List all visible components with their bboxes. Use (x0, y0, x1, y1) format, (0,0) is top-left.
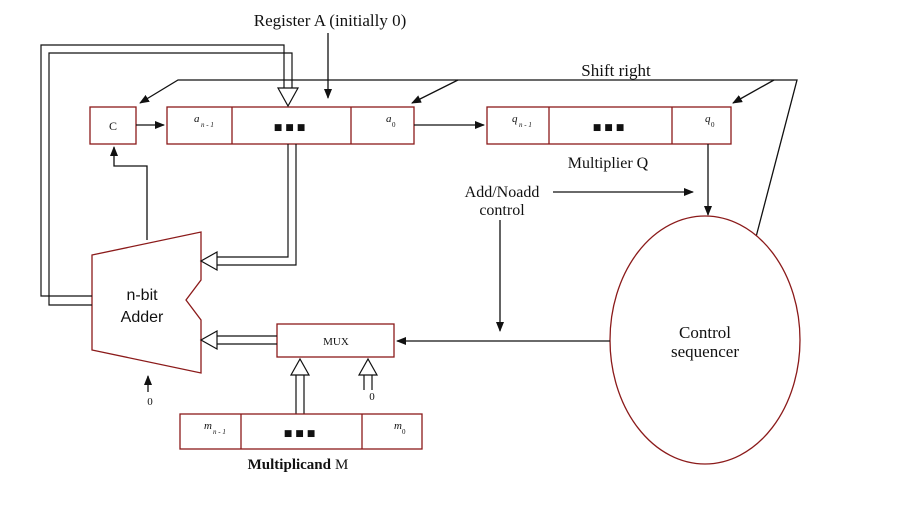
adder-sum-arrowhead (276, 87, 300, 108)
register-q: q n - 1 ■■■ q 0 (486, 106, 732, 145)
register-q-lsb-label: q (705, 113, 711, 125)
register-a-ellipsis: ■■■ (274, 123, 309, 133)
register-m-box (179, 413, 423, 450)
register-a-lsb-subscript: 0 (392, 121, 396, 129)
add-noadd-label-line1: Add/Noadd (465, 184, 540, 201)
register-m-msb-label: m (204, 420, 212, 432)
multiplicand-label-bold: Multiplicand (248, 457, 332, 473)
adder-carry-to-c-arrow (110, 146, 148, 240)
adder-sum-line-inner (48, 52, 293, 306)
mux-zero-input: 0 (369, 391, 375, 403)
register-q-box (486, 106, 732, 145)
register-m-ellipsis: ■■■ (284, 429, 319, 439)
register-q-msb-label: q (512, 113, 518, 125)
adder-block (91, 231, 202, 374)
multiplicand-label-m: M (335, 457, 348, 473)
multiplicand-to-mux-arrowhead (289, 357, 311, 376)
register-q-ellipsis: ■■■ (593, 123, 628, 133)
register-a-msb-label: a (194, 113, 200, 125)
control-sequencer-label-line2: sequencer (671, 342, 739, 361)
mux-box (276, 323, 395, 358)
adder-sum-line-outer (40, 44, 285, 297)
register-m-lsb-subscript: 0 (402, 428, 406, 436)
register-a: a n - 1 ■■■ a 0 (166, 106, 415, 145)
register-q-lsb-subscript: 0 (711, 121, 715, 129)
shift-right-arrow-to-a (411, 79, 459, 104)
control-sequencer (609, 215, 801, 465)
shift-right-arrow-to-q (732, 79, 775, 104)
register-a-lsb-label: a (386, 113, 392, 125)
register-a-to-adder-arrowhead (199, 250, 218, 272)
register-m: m n - 1 ■■■ m 0 (179, 413, 423, 450)
zero-to-mux-arrowhead (357, 357, 379, 376)
register-q-msb-subscript: n - 1 (519, 121, 532, 129)
register-a-to-adder-line-outer (217, 144, 289, 258)
register-a-title: Register A (initially 0) (254, 11, 407, 30)
register-a-box (166, 106, 415, 145)
mux-to-adder-arrowhead (199, 329, 218, 351)
register-a-msb-subscript: n - 1 (201, 121, 214, 129)
add-noadd-label-line2: control (479, 202, 525, 219)
carry-in-zero: 0 (147, 396, 153, 408)
multiplier-q-label: Multiplier Q (568, 155, 649, 172)
shift-right-label: Shift right (581, 61, 651, 80)
mux-label: MUX (323, 336, 349, 348)
register-m-msb-subscript: n - 1 (213, 428, 226, 436)
shift-right-line-to-c (139, 79, 798, 238)
register-m-lsb-label: m (394, 420, 402, 432)
control-sequencer-label-line1: Control (679, 323, 731, 342)
adder-label-line1: n-bit (126, 287, 158, 304)
carry-label: C (109, 119, 117, 133)
adder-label-line2: Adder (121, 309, 164, 326)
register-a-to-adder-line-inner (217, 144, 297, 266)
